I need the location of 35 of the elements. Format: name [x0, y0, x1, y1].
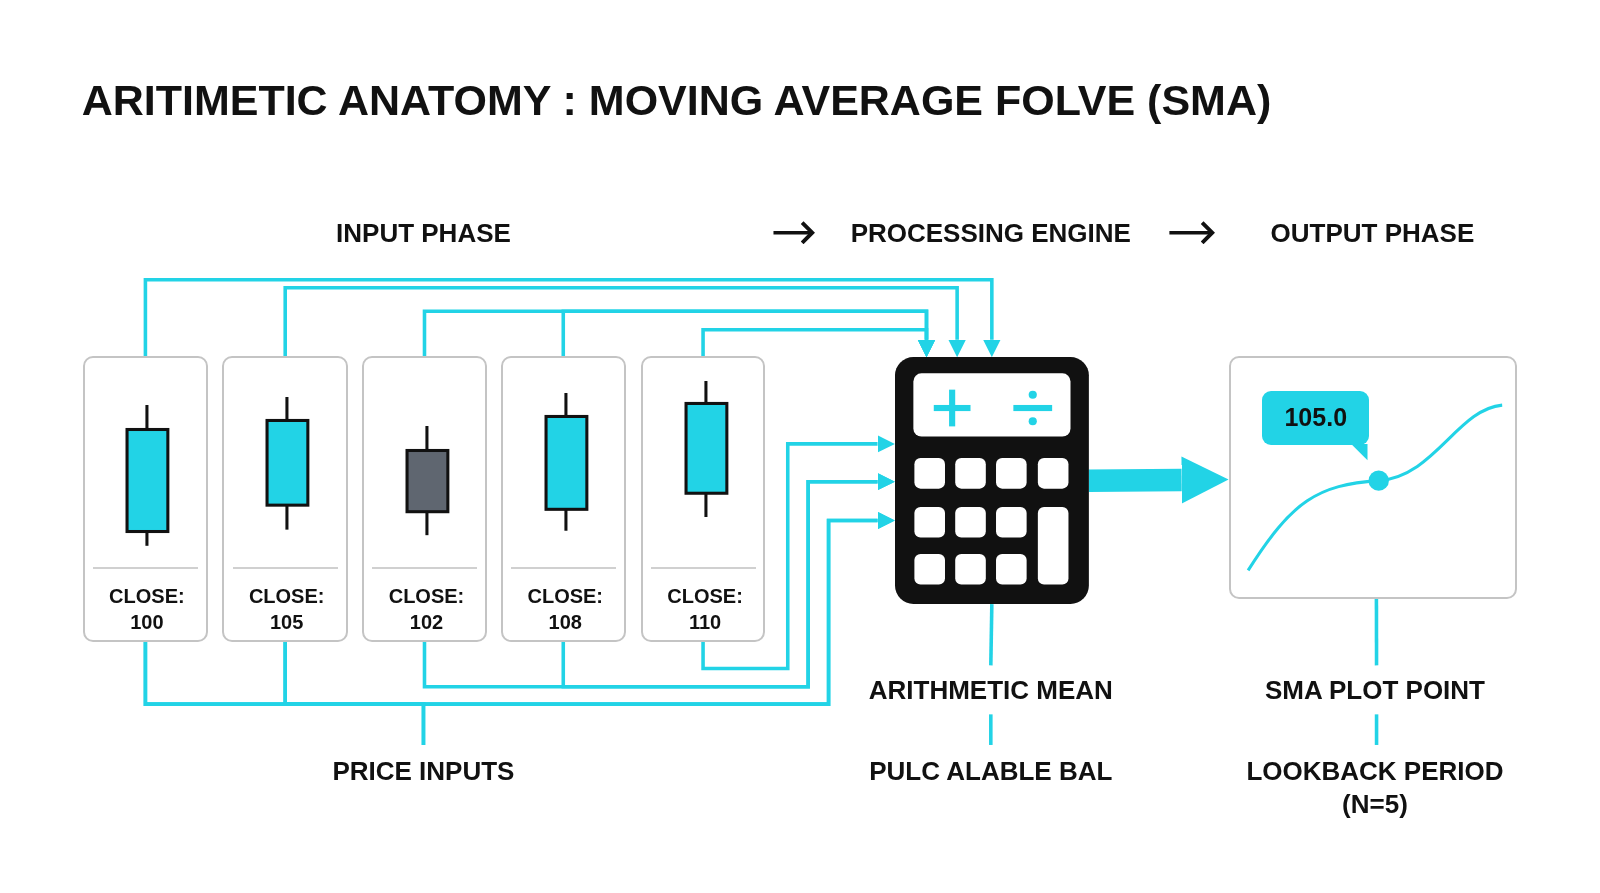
candle-card	[82, 356, 209, 642]
arrow	[773, 220, 815, 245]
connector-line	[989, 604, 994, 666]
close-price-label: CLOSE: 110	[666, 583, 744, 635]
close-price-label: CLOSE: 108	[526, 583, 605, 635]
caption-label: PRICE INPUTS	[295, 744, 551, 798]
caption-label: LOOKBACK PERIOD (N=5)	[1219, 744, 1531, 831]
connector-line	[989, 714, 993, 745]
phase-heading: PROCESSING ENGINE	[812, 212, 1170, 256]
caption-label: ARITHMETIC MEAN	[831, 665, 1150, 715]
chart-card	[1228, 356, 1518, 599]
close-price-label: CLOSE: 102	[387, 583, 466, 635]
phase-heading: INPUT PHASE	[306, 212, 541, 256]
phase-heading: OUTPUT PHASE	[1212, 212, 1533, 256]
arrow	[1169, 220, 1215, 245]
connector-line	[1374, 599, 1379, 666]
arrow	[701, 327, 936, 358]
connector-line	[283, 641, 426, 745]
calculator-icon	[894, 357, 1089, 605]
connector-line	[1374, 714, 1379, 745]
candle-card	[222, 356, 348, 642]
candle-card	[501, 356, 626, 642]
arrow	[283, 286, 966, 358]
candle-card	[362, 356, 487, 642]
value-callout: 105.0	[1262, 390, 1370, 445]
arrow	[143, 277, 1001, 358]
close-price-label: CLOSE: 100	[108, 583, 186, 635]
arrow	[701, 435, 895, 671]
caption-label: PULC ALABLE BAL	[831, 744, 1150, 798]
close-price-label: CLOSE: 105	[247, 583, 326, 635]
candle-card	[640, 356, 766, 642]
flow-arrow	[1088, 456, 1229, 504]
diagram-title: ARITIMETIC ANATOMY : MOVING AVERAGE FOLVE (SMA)	[81, 75, 1272, 125]
arrow	[561, 473, 895, 689]
caption-label: SMA PLOT POINT	[1219, 665, 1531, 715]
